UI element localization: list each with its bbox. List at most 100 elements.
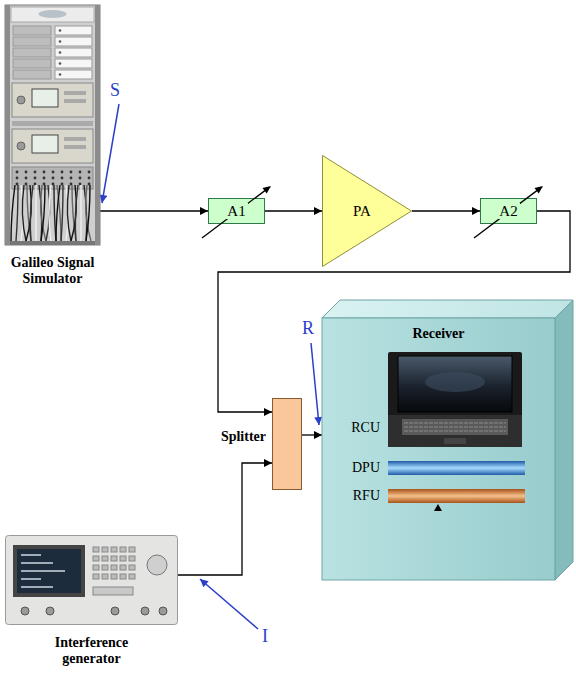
rack-logo bbox=[39, 10, 67, 18]
generator-button bbox=[102, 556, 108, 561]
patch-socket bbox=[34, 171, 37, 174]
variable-arrowhead bbox=[263, 186, 271, 194]
receiver-front-face bbox=[322, 318, 555, 580]
patch-socket bbox=[70, 177, 73, 180]
laptop-base bbox=[388, 415, 522, 447]
leader-line bbox=[102, 104, 119, 203]
cable bbox=[41, 185, 46, 241]
rack-module bbox=[55, 70, 92, 79]
patch-socket bbox=[88, 183, 91, 186]
cable bbox=[35, 185, 36, 241]
attenuator-outline bbox=[481, 199, 537, 224]
patch-socket bbox=[70, 183, 73, 186]
generator-button bbox=[111, 565, 117, 570]
instrument-buttons bbox=[64, 145, 86, 149]
rack-bezel bbox=[11, 7, 94, 22]
generator-button bbox=[111, 556, 117, 561]
signal-connector bbox=[100, 210, 208, 211]
patch-socket bbox=[16, 177, 19, 180]
signal-connector bbox=[412, 210, 480, 211]
dpu-band-fill bbox=[388, 461, 525, 475]
patch-socket bbox=[79, 171, 82, 174]
rack-base bbox=[10, 241, 95, 245]
screen-line bbox=[21, 586, 53, 588]
box-label: PA bbox=[351, 203, 373, 219]
small-arrowhead-mark bbox=[434, 504, 442, 511]
patch-socket bbox=[16, 183, 19, 186]
receiver-side-face bbox=[555, 300, 573, 580]
box-heading: Receiver bbox=[322, 326, 555, 342]
generator-button bbox=[93, 565, 99, 570]
splitter-outline bbox=[273, 399, 302, 490]
cable bbox=[57, 185, 61, 241]
callout-letter: I bbox=[262, 626, 268, 646]
rfu-band: RFU bbox=[388, 489, 525, 503]
cable bbox=[80, 185, 81, 241]
splitter-box-shape bbox=[272, 398, 302, 490]
rack-spacer bbox=[12, 121, 93, 126]
amplifier-triangle: PA bbox=[322, 155, 412, 267]
unit-label: RFU bbox=[332, 488, 380, 504]
signal-simulator: Galileo Signal Simulator bbox=[5, 5, 100, 245]
generator-button bbox=[93, 556, 99, 561]
instrument-screen bbox=[32, 135, 58, 153]
dpu-band: DPU bbox=[388, 461, 525, 475]
rack-module bbox=[55, 37, 92, 46]
laptop-touchpad bbox=[444, 438, 466, 444]
cable bbox=[30, 185, 33, 241]
variable-arrow bbox=[202, 190, 266, 238]
cable bbox=[67, 185, 71, 241]
variable-arrow bbox=[474, 190, 538, 238]
generator-button bbox=[93, 574, 99, 579]
signal-connector bbox=[178, 463, 272, 575]
generator-screen bbox=[17, 549, 81, 593]
rcu-laptop-shape bbox=[388, 352, 522, 447]
screen-glare bbox=[425, 372, 485, 392]
signal-simulator-shape bbox=[5, 5, 100, 245]
generator-button bbox=[111, 574, 117, 579]
patch-socket bbox=[61, 183, 64, 186]
keyboard-keys bbox=[404, 427, 506, 428]
interference-generator-shape bbox=[5, 535, 178, 625]
generator-button bbox=[120, 556, 126, 561]
generator-button bbox=[129, 556, 135, 561]
generator-body bbox=[6, 536, 178, 625]
instrument-knob bbox=[17, 142, 25, 150]
cable bbox=[22, 185, 26, 241]
attenuator-box: A2 bbox=[480, 198, 537, 224]
rack-led bbox=[59, 29, 62, 32]
patch-socket bbox=[79, 183, 82, 186]
generator-button bbox=[120, 547, 126, 552]
cable bbox=[41, 185, 45, 241]
splitter-box: Splitter bbox=[272, 398, 302, 490]
cable bbox=[11, 185, 15, 241]
generator-button bbox=[129, 565, 135, 570]
cable bbox=[61, 185, 63, 241]
rfu-band-shape bbox=[388, 489, 525, 503]
instrument-buttons bbox=[64, 91, 86, 95]
rcu-laptop: RCU bbox=[388, 352, 522, 447]
generator-connector bbox=[111, 607, 119, 615]
generator-button bbox=[102, 547, 108, 552]
rack-module bbox=[13, 70, 51, 79]
instrument-panel bbox=[12, 83, 93, 117]
callout-letter: R bbox=[302, 318, 314, 338]
patch-socket bbox=[16, 171, 19, 174]
cable bbox=[86, 185, 91, 241]
generator-knob bbox=[147, 555, 167, 575]
dpu-band-shape bbox=[388, 461, 525, 475]
screen-line bbox=[21, 578, 41, 580]
unit-label: RCU bbox=[332, 420, 380, 436]
generator-button bbox=[129, 574, 135, 579]
patch-socket bbox=[88, 171, 91, 174]
patch-socket bbox=[34, 183, 37, 186]
laptop-keyboard bbox=[402, 419, 508, 435]
patch-socket bbox=[61, 177, 64, 180]
instrument-panel bbox=[12, 129, 93, 163]
keyboard-keys bbox=[404, 423, 506, 424]
rack-module bbox=[55, 59, 92, 68]
laptop-housing bbox=[388, 352, 522, 447]
device-label: Galileo Signal Simulator bbox=[0, 255, 112, 287]
